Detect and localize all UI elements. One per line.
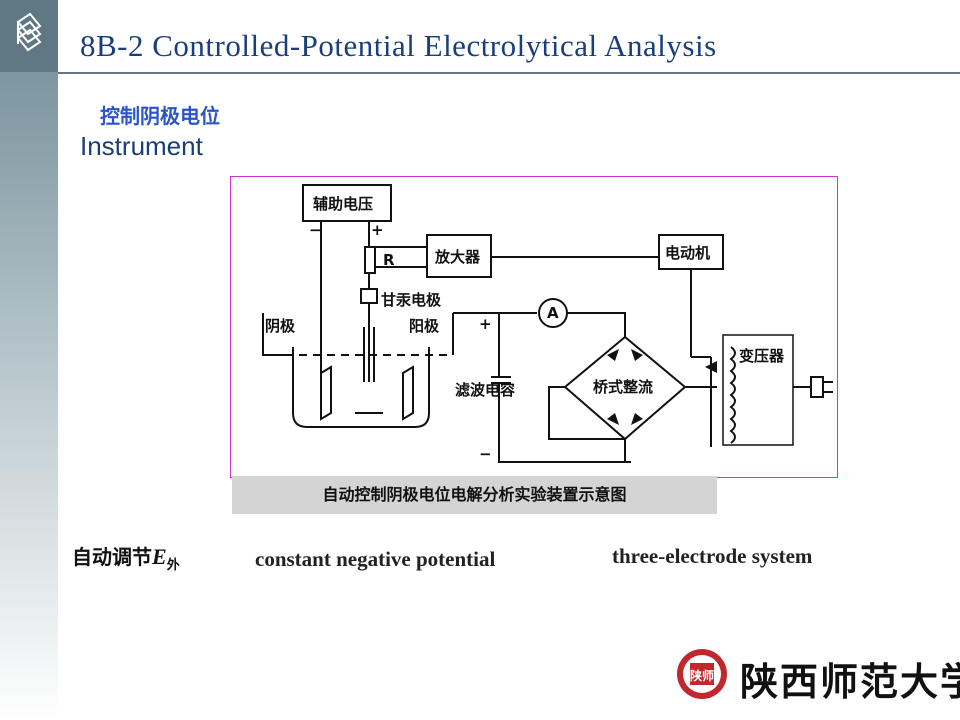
label-transformer: 变压器 (739, 347, 785, 365)
aux-voltage-box (302, 184, 392, 222)
label-calomel: 甘汞电极 (381, 291, 442, 309)
label-anode: 阳极 (409, 317, 440, 335)
resistor-symbol (364, 246, 376, 274)
title-underline (58, 72, 960, 74)
subtitle-cn: 控制阴极电位 (100, 104, 220, 128)
label-resistor: R (383, 251, 395, 269)
circuit-schematic: 辅助电压 放大器 电动机 R 甘汞电极 阴极 阳极 A 桥式整流 变压器 滤波电… (262, 184, 833, 463)
label-minus-cap: − (479, 445, 492, 463)
label-ammeter: A (547, 304, 559, 322)
section-heading: Instrument (80, 131, 203, 161)
sidebar-gradient (0, 0, 58, 720)
auto-adjust-text: 自动调节 (72, 545, 152, 569)
seal-text: 陕师 (690, 668, 714, 683)
e-subscript: 外 (166, 558, 180, 573)
diagram-caption: 自动控制阴极电位电解分析实验装置示意图 (232, 476, 717, 514)
label-bridge: 桥式整流 (593, 378, 653, 396)
university-name: 陕西师范大学 (740, 659, 960, 704)
slide-title: 8B-2 Controlled-Potential Electrolytical… (80, 28, 717, 63)
three-electrode-term: three-electrode system (612, 544, 813, 568)
label-aux-voltage: 辅助电压 (313, 195, 373, 213)
label-plus-top: + (371, 221, 384, 239)
label-motor: 电动机 (665, 244, 710, 262)
university-seal-icon: 陕师 (677, 649, 727, 699)
label-minus-top: − (309, 221, 322, 239)
circuit-diagram: 辅助电压 放大器 电动机 R 甘汞电极 阴极 阳极 A 桥式整流 变压器 滤波电… (230, 176, 838, 478)
label-plus-cap: + (479, 315, 492, 333)
auto-adjust-term: 自动调节E外 (72, 541, 180, 573)
label-cathode: 阴极 (265, 317, 296, 335)
e-symbol: E (152, 544, 167, 569)
book-logo-icon (16, 12, 42, 52)
slide-logo-box (0, 0, 58, 72)
label-filter: 滤波电容 (455, 381, 515, 399)
negative-potential-term: constant negative potential (255, 547, 496, 571)
label-amplifier: 放大器 (434, 248, 481, 266)
